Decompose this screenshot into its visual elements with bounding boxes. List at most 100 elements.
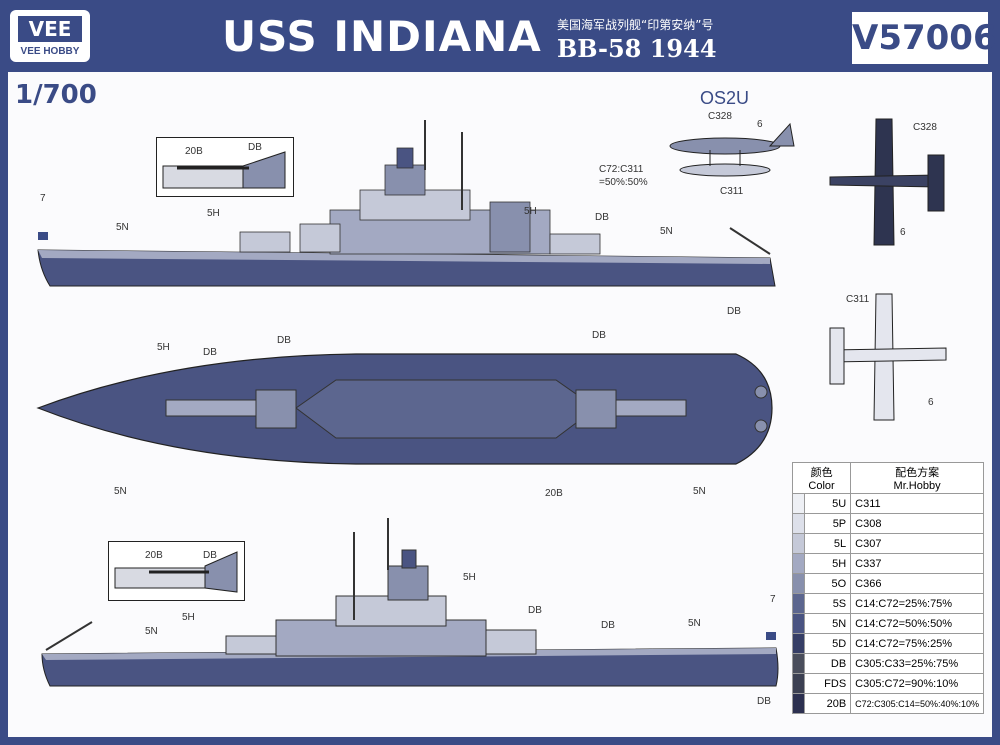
brand-header-en: Mr.Hobby [893,480,941,492]
color-recipe: C311 [850,493,984,514]
color-code: 5H [803,553,852,574]
subtitle-cn: 美国海军战列舰“印第安纳”号 [557,18,714,32]
color-header-en: Color [808,480,835,492]
color-swatch [792,653,805,674]
plane-name: OS2U [700,88,750,108]
color-recipe: C307 [850,533,984,554]
top-label-db-a: DB [203,347,217,358]
brand-logo: VEE VEE HOBBY [10,10,90,62]
color-code: 5D [803,633,852,654]
inset2-label-5h: 5H [182,612,195,623]
color-recipe: C308 [850,513,984,534]
subtitle: BB-58 1944 [557,34,717,63]
side2-label-db-c: DB [757,696,771,707]
color-recipe: C14:C72=25%:75% [850,593,984,614]
color-recipe: C14:C72=75%:25% [850,633,984,654]
color-recipe: C14:C72=50%:50% [850,613,984,634]
inset1-label-5h: 5H [207,208,220,219]
plane-side-view [669,122,795,177]
kit-code: V57006 [852,12,997,64]
color-recipe: C366 [850,573,984,594]
color-code: 5S [803,593,852,614]
ship-side-view-port [41,518,779,687]
side1-label-db-a: DB [595,212,609,223]
plane-side-label-6: 6 [757,119,763,130]
top-label-db-b: DB [277,335,291,346]
side2-label-5n-a: 5N [145,626,158,637]
brand-name: VEE HOBBY [20,46,80,57]
plane-side-label-c328: C328 [708,111,732,122]
plane-side-label-c311: C311 [720,186,744,197]
inset2-label-db: DB [203,550,217,561]
logo-mark: VEE [18,16,82,42]
color-swatch [792,553,805,574]
side2-label-5n-b: 5N [688,618,701,629]
ship-top-view [36,353,773,465]
turret-inset-2 [108,541,245,601]
side1-label-5h: 5H [524,206,537,217]
color-code: 5P [803,513,852,534]
color-header-cn: 颜色 [810,467,833,479]
top-label-5n-a: 5N [114,486,127,497]
turret-inset-1 [156,137,294,197]
plane-bottom-label-c311: C311 [846,294,870,305]
color-swatch [792,533,805,554]
color-swatch [792,573,805,594]
top-label-5n-b: 5N [693,486,706,497]
color-swatch [792,593,805,614]
plane-side-label-ratio: =50%:50% [599,177,648,188]
color-swatch [792,673,805,694]
color-swatch [792,613,805,634]
side2-label-db-a: DB [528,605,542,616]
color-swatch [792,633,805,654]
plane-bottom-label-6: 6 [928,397,934,408]
brand-header-cn: 配色方案 [895,467,940,479]
plane-top-label-6: 6 [900,227,906,238]
color-recipe: C305:C72=90%:10% [850,673,984,694]
top-label-20b: 20B [545,488,563,499]
color-code: 5U [803,493,852,514]
inset1-label-db: DB [248,142,262,153]
color-code: FDS [803,673,852,694]
top-label-db-c: DB [592,330,606,341]
side2-label-5h: 5H [463,572,476,583]
inset2-label-20b: 20B [145,550,163,561]
plane-bottom-view [829,293,947,421]
color-swatch [792,513,805,534]
ship-side-view-starboard [37,120,776,287]
side2-label-7: 7 [770,594,776,605]
color-swatch [792,693,805,714]
side1-label-5n-a: 5N [116,222,129,233]
side1-label-db-b: DB [727,306,741,317]
color-code: 5L [803,533,852,554]
color-code: 20B [803,693,852,714]
plane-side-label-c72: C72:C311 [599,164,644,175]
color-code: 5O [803,573,852,594]
side2-label-db-b: DB [601,620,615,631]
inset1-label-20b: 20B [185,146,203,157]
color-recipe: C337 [850,553,984,574]
color-code: DB [803,653,852,674]
plane-top-label-c328: C328 [913,122,937,133]
page-title: USS INDIANA [222,12,542,61]
color-code: 5N [803,613,852,634]
color-swatch [792,493,805,514]
plane-top-view [829,118,945,246]
